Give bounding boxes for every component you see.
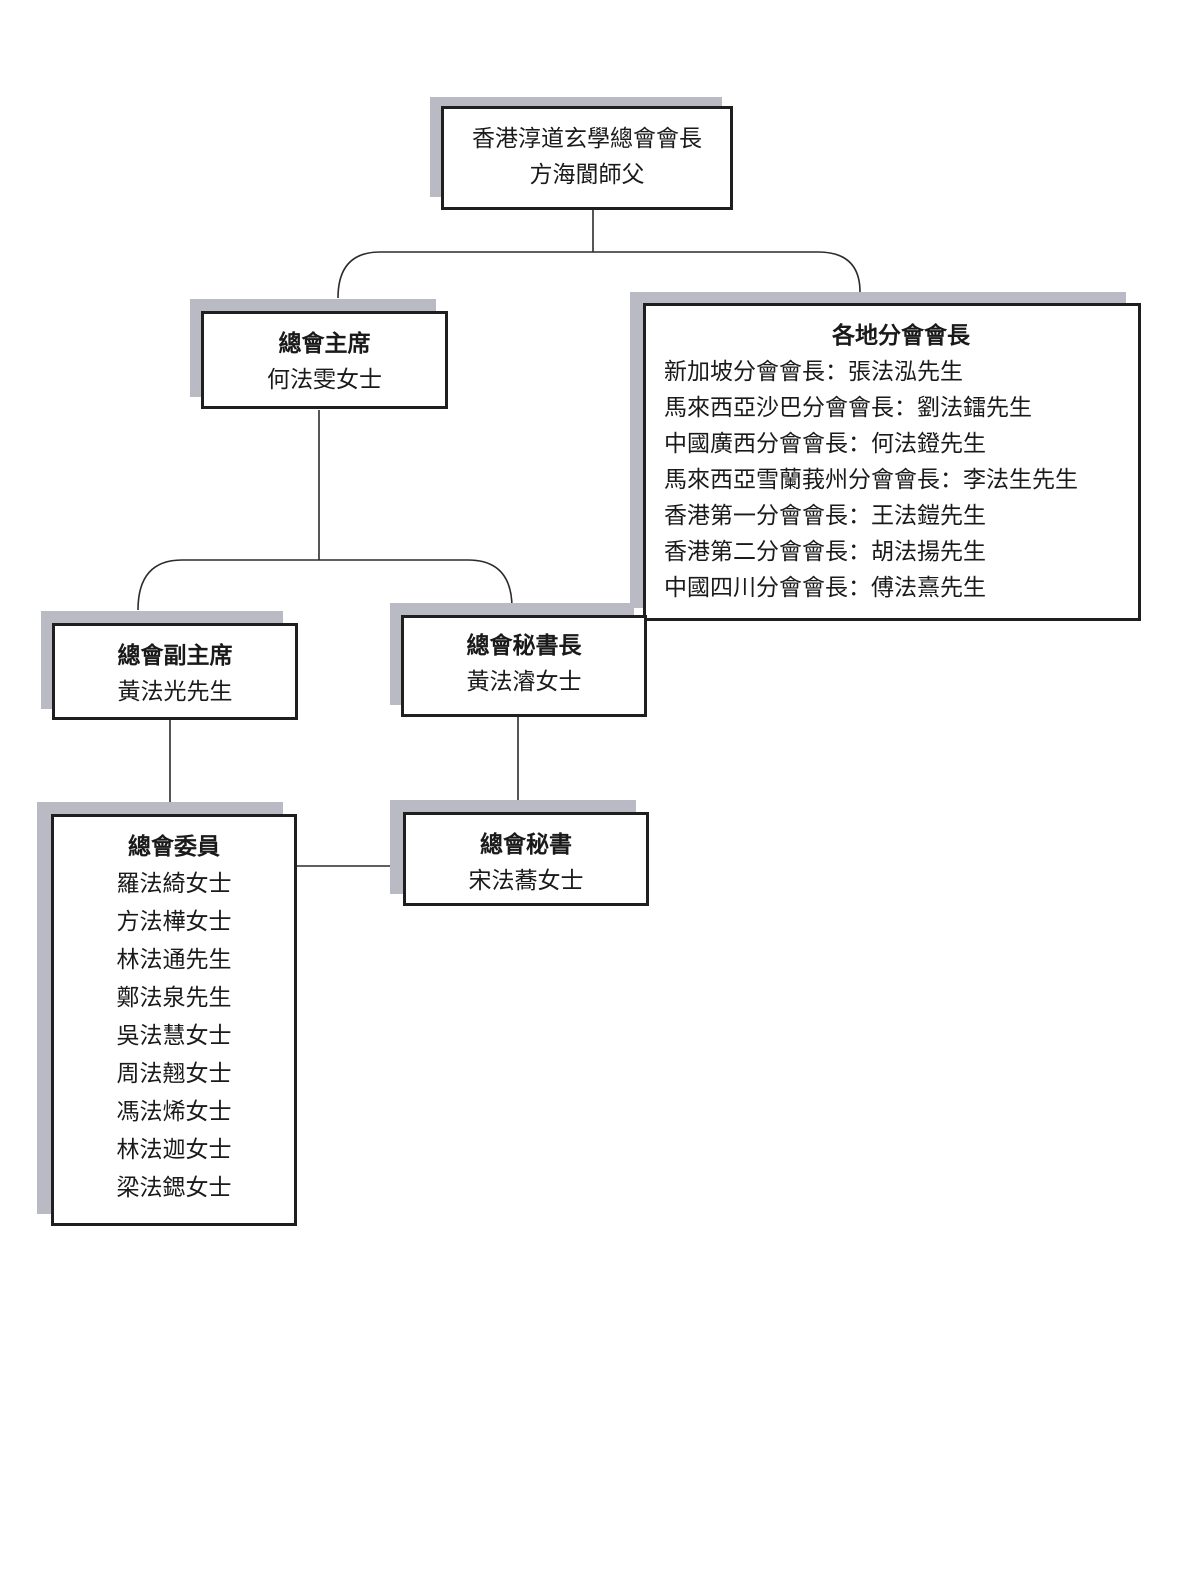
committee-box: 總會委員 羅法綺女士 方法樺女士 林法通先生 鄭法泉先生 吳法慧女士 周法翹女士… bbox=[51, 814, 297, 1226]
vice-chairman-title: 總會副主席 bbox=[117, 642, 233, 669]
secretary-title: 總會秘書 bbox=[480, 831, 572, 858]
connector-mid-branch bbox=[137, 559, 513, 611]
committee-member: 羅法綺女士 bbox=[116, 871, 232, 897]
vice-chairman-box: 總會副主席 黃法光先生 bbox=[52, 623, 298, 720]
branch-president-item: 新加坡分會會長：張法泓先生 bbox=[664, 359, 963, 385]
secretary-general-title: 總會秘書長 bbox=[466, 632, 582, 659]
president-title: 香港淳道玄學總會會長 bbox=[472, 126, 702, 152]
chairman-name: 何法雯女士 bbox=[267, 367, 382, 393]
committee-title: 總會委員 bbox=[128, 833, 220, 860]
secretary-box: 總會秘書 宋法蕎女士 bbox=[403, 812, 649, 906]
connector-top-branch bbox=[337, 251, 861, 299]
branch-president-item: 香港第一分會會長：王法鎧先生 bbox=[664, 503, 986, 529]
committee-member: 吳法慧女士 bbox=[116, 1023, 232, 1049]
president-box: 香港淳道玄學總會會長 方海閬師父 bbox=[441, 106, 733, 210]
branch-president-item: 香港第二分會會長：胡法揚先生 bbox=[664, 539, 986, 565]
committee-member: 林法通先生 bbox=[116, 947, 232, 973]
president-name: 方海閬師父 bbox=[529, 162, 645, 188]
branch-president-item: 中國四川分會會長：傅法熹先生 bbox=[664, 575, 986, 601]
branch-president-item: 馬來西亞沙巴分會會長：劉法鐳先生 bbox=[664, 395, 1032, 421]
branch-presidents-title: 各地分會會長 bbox=[832, 322, 970, 349]
committee-member: 林法迦女士 bbox=[116, 1137, 232, 1163]
committee-member: 周法翹女士 bbox=[116, 1061, 232, 1087]
branch-presidents-box: 各地分會會長 新加坡分會會長：張法泓先生 馬來西亞沙巴分會會長：劉法鐳先生 中國… bbox=[643, 303, 1141, 621]
branch-president-item: 馬來西亞雪蘭莪州分會會長：李法生先生 bbox=[664, 467, 1078, 493]
chairman-title: 總會主席 bbox=[278, 330, 371, 357]
branch-president-item: 中國廣西分會會長：何法鐙先生 bbox=[664, 431, 986, 457]
chairman-box: 總會主席 何法雯女士 bbox=[201, 311, 448, 409]
secretary-name: 宋法蕎女士 bbox=[468, 868, 584, 894]
committee-member: 梁法鍶女士 bbox=[116, 1175, 232, 1201]
secretary-general-name: 黃法濬女士 bbox=[466, 669, 582, 695]
vice-chairman-name: 黃法光先生 bbox=[117, 679, 233, 705]
committee-member: 鄭法泉先生 bbox=[116, 985, 232, 1011]
secretary-general-box: 總會秘書長 黃法濬女士 bbox=[401, 615, 647, 717]
committee-member: 馮法烯女士 bbox=[116, 1099, 232, 1125]
committee-member: 方法樺女士 bbox=[116, 909, 232, 935]
